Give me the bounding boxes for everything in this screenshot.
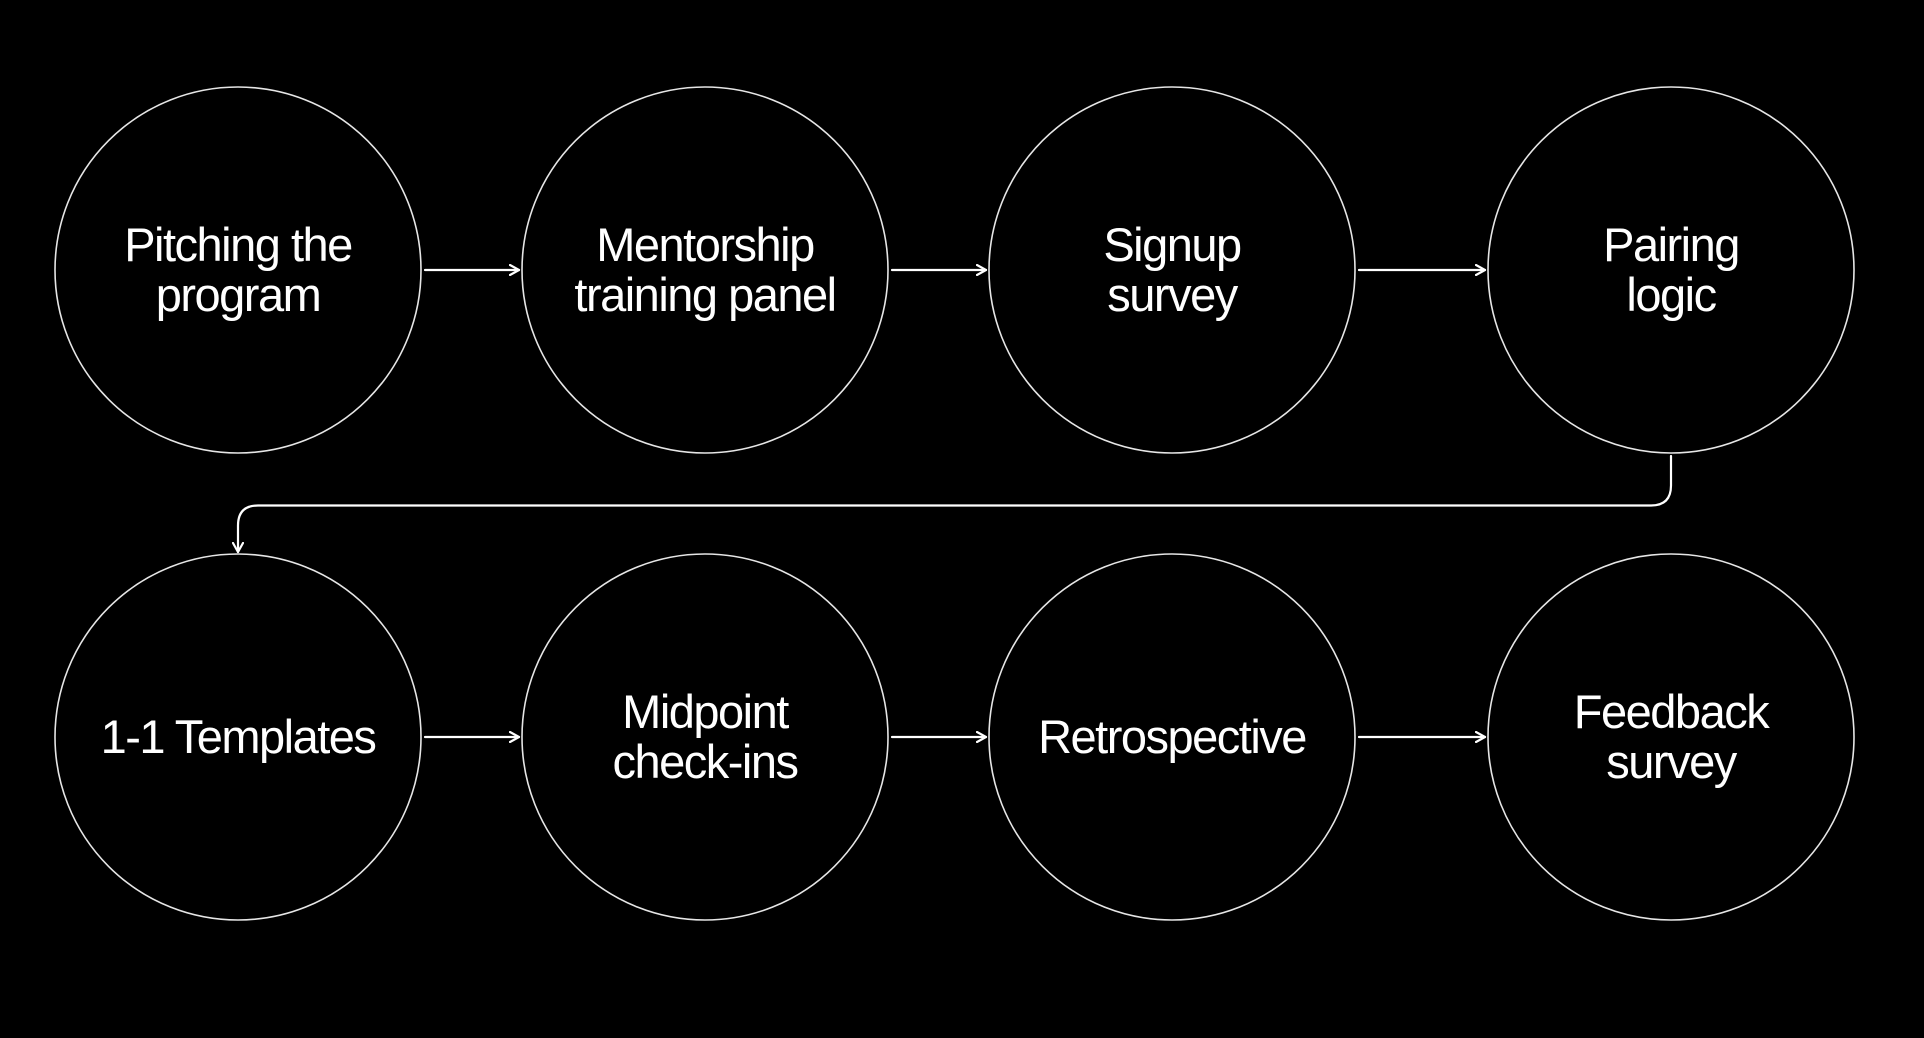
step-label-line: Pairing	[1603, 218, 1739, 271]
step-circle	[521, 553, 889, 921]
step-label-line: program	[156, 268, 321, 321]
step-label-line: Retrospective	[1038, 710, 1306, 763]
step-node-one-on-one-templates: 1-1 Templates	[54, 553, 422, 921]
step-node-retrospective: Retrospective	[988, 553, 1356, 921]
step-label-line: training panel	[574, 268, 835, 321]
step-circle	[1487, 86, 1855, 454]
step-label-line: Pitching the	[124, 218, 352, 271]
step-circle	[988, 86, 1356, 454]
step-circle	[54, 553, 422, 921]
step-circle	[521, 86, 889, 454]
step-circle	[988, 553, 1356, 921]
step-label-line: Feedback	[1574, 685, 1770, 738]
step-label-line: survey	[1107, 268, 1238, 321]
step-label-line: survey	[1606, 735, 1737, 788]
step-circle	[1487, 553, 1855, 921]
step-label-line: logic	[1626, 268, 1716, 321]
step-label-line: 1-1 Templates	[101, 710, 376, 763]
connector-layer	[238, 270, 1673, 737]
step-circle	[54, 86, 422, 454]
step-label-line: Mentorship	[596, 218, 814, 271]
step-label-line: Signup	[1103, 218, 1241, 271]
step-label-line: check-ins	[612, 735, 797, 788]
step-label-line: Midpoint	[622, 685, 789, 738]
connector-arrow	[238, 454, 1673, 554]
